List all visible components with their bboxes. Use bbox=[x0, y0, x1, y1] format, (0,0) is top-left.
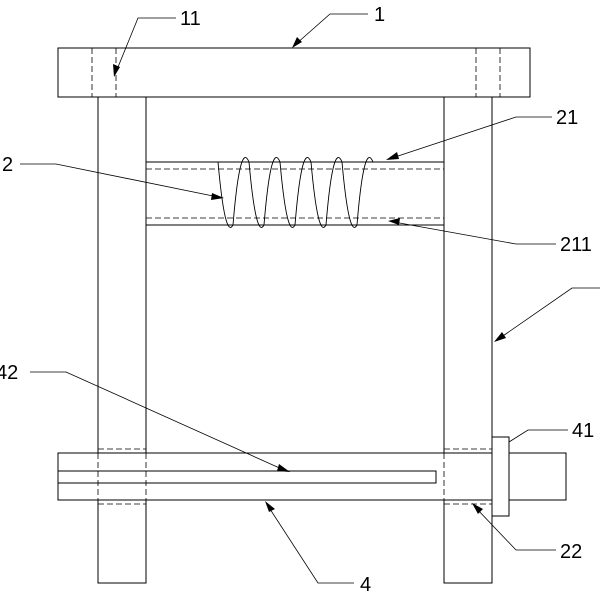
label-11: 11 bbox=[180, 8, 201, 30]
top-plate-body bbox=[57, 47, 531, 98]
spring bbox=[217, 157, 374, 228]
labels: 1 11 21 2 211 3 42 41 4 22 bbox=[0, 4, 594, 596]
label-42: 42 bbox=[0, 362, 18, 384]
arrow-21 bbox=[386, 152, 399, 160]
label-41: 41 bbox=[572, 420, 594, 442]
right-post bbox=[443, 97, 493, 584]
label-2: 2 bbox=[2, 154, 13, 176]
arrow-22 bbox=[472, 503, 483, 514]
arrow-4 bbox=[265, 501, 275, 512]
bottom-slot bbox=[57, 470, 437, 484]
right-post-lower bbox=[443, 500, 493, 584]
arrow-211 bbox=[388, 218, 400, 225]
arrow-42 bbox=[277, 464, 290, 472]
label-211: 211 bbox=[560, 234, 592, 256]
left-post bbox=[97, 97, 147, 584]
leader-211 bbox=[393, 221, 556, 245]
leaders bbox=[20, 13, 600, 584]
leader-42 bbox=[30, 371, 285, 471]
upper-bar bbox=[146, 161, 444, 170]
leader-2 bbox=[20, 163, 219, 198]
bottom-bar bbox=[57, 448, 567, 505]
leader-41 bbox=[508, 429, 568, 443]
label-4: 4 bbox=[360, 574, 371, 596]
label-21: 21 bbox=[556, 107, 578, 129]
leader-4 bbox=[267, 505, 354, 584]
label-22: 22 bbox=[560, 541, 582, 563]
label-1: 1 bbox=[374, 4, 385, 26]
arrow-2 bbox=[211, 193, 224, 200]
leader-21 bbox=[391, 116, 552, 159]
leader-11 bbox=[115, 17, 176, 73]
arrow-11 bbox=[113, 64, 120, 77]
leader-1 bbox=[295, 13, 368, 45]
knob bbox=[491, 436, 510, 517]
leader-3 bbox=[499, 287, 600, 339]
leader-22 bbox=[475, 507, 556, 551]
left-post-lower bbox=[97, 500, 147, 584]
arrow-1 bbox=[292, 37, 302, 48]
arrow-3 bbox=[494, 332, 506, 342]
top-plate bbox=[57, 47, 531, 98]
